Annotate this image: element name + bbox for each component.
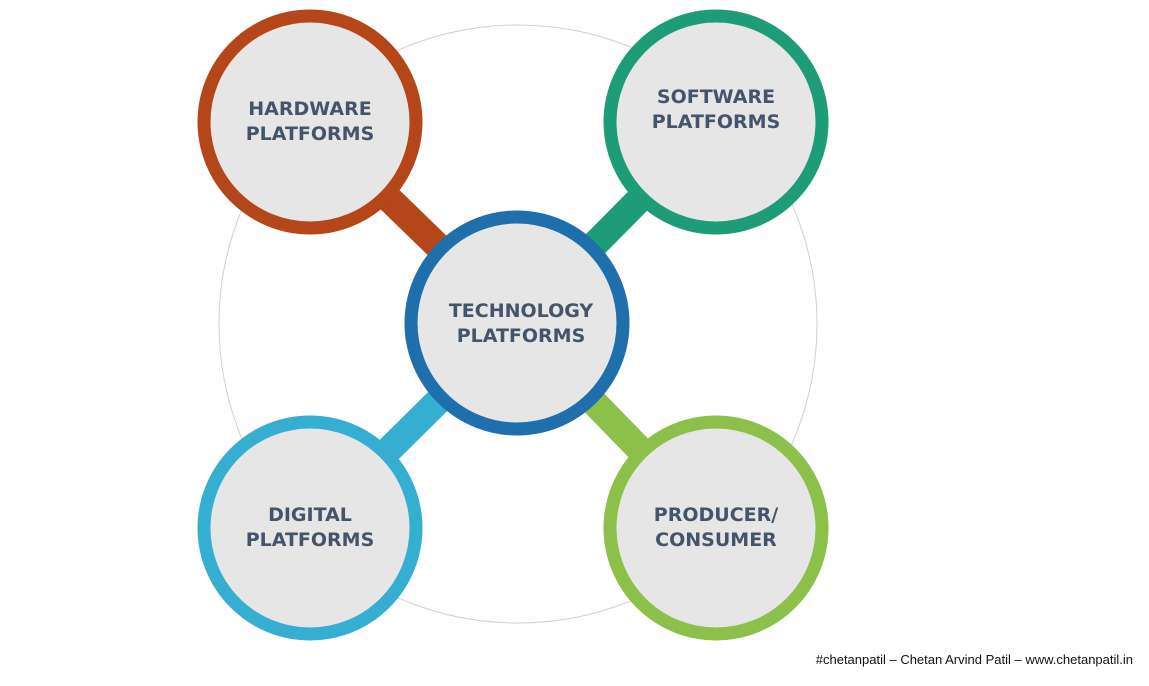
hardware-line1: HARDWARE xyxy=(248,98,372,120)
background-ring xyxy=(218,24,818,624)
footer-credit: #chetanpatil – Chetan Arvind Patil – www… xyxy=(815,652,1133,667)
producer-label: PRODUCER/ CONSUMER xyxy=(626,503,806,553)
node-digital xyxy=(197,415,423,641)
digital-label: DIGITAL PLATFORMS xyxy=(220,503,400,553)
hardware-label: HARDWARE PLATFORMS xyxy=(220,97,400,147)
node-hardware xyxy=(197,9,423,235)
hardware-line2: PLATFORMS xyxy=(245,123,375,145)
node-software xyxy=(603,9,829,235)
software-label: SOFTWARE PLATFORMS xyxy=(626,85,806,135)
node-center xyxy=(404,210,630,436)
software-line2: PLATFORMS xyxy=(651,111,781,133)
digital-line2: PLATFORMS xyxy=(245,529,375,551)
center-line1: TECHNOLOGY xyxy=(448,300,594,322)
producer-line2: CONSUMER xyxy=(655,529,777,551)
center-label: TECHNOLOGY PLATFORMS xyxy=(431,299,611,349)
producer-line1: PRODUCER/ xyxy=(653,504,779,526)
digital-line1: DIGITAL xyxy=(268,504,352,526)
center-line2: PLATFORMS xyxy=(456,325,586,347)
node-producer xyxy=(603,415,829,641)
software-line1: SOFTWARE xyxy=(656,86,776,108)
